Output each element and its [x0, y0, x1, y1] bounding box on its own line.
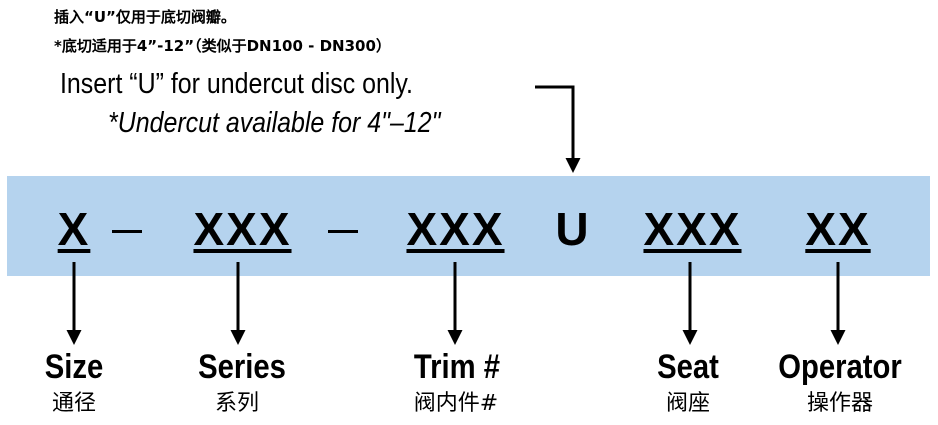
undercut-range-note-chinese: *底切适用于4”-12”（类似于DN100 - DN300）	[54, 37, 391, 55]
seat-label-chinese: 阀座	[665, 391, 711, 416]
undercut-note-chinese: 插入“U”仅用于底切阀瓣。	[54, 8, 236, 26]
trim-label-chinese: 阀内件#	[413, 391, 499, 416]
code-separator	[112, 230, 142, 233]
undercut-range-note-english: *Undercut available for 4"–12"	[108, 107, 441, 139]
size-label: Size	[44, 348, 104, 386]
size-label-chinese: 通径	[51, 391, 97, 416]
undercut-note-english: Insert “U” for undercut disc only.	[60, 68, 413, 100]
code-segment-undercut: U	[555, 203, 591, 255]
code-segment-seat: XXX	[643, 203, 742, 255]
series-label: Series	[198, 348, 286, 386]
series-label-chinese: 系列	[214, 391, 260, 416]
code-segment-size: X	[57, 203, 91, 255]
operator-label-chinese: 操作器	[806, 391, 874, 416]
code-separator	[328, 230, 358, 233]
trim-label: Trim #	[413, 348, 501, 386]
code-segment-operator: XX	[805, 203, 871, 255]
seat-label: Seat	[657, 348, 719, 386]
code-segment-series: XXX	[193, 203, 292, 255]
code-segment-trim: XXX	[406, 203, 505, 255]
undercut-callout-arrow	[535, 85, 581, 173]
code-band	[7, 176, 930, 276]
operator-label: Operator	[778, 348, 902, 386]
